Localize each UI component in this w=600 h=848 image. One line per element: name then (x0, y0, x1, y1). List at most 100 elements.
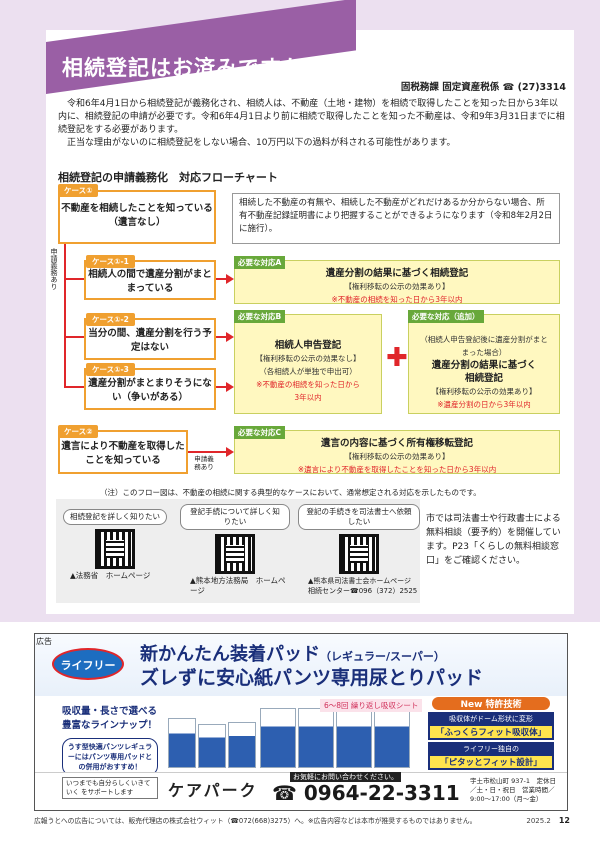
case1-2-tag: ケース①-2 (86, 313, 135, 326)
action-c-sub: 【権利移転の公示の効果あり】 (344, 452, 450, 461)
intro-paragraph-1: 令和6年4月1日から相続登記が義務化され、相続人は、不動産（土地・建物）を相続で… (58, 99, 565, 135)
product-package (228, 722, 256, 768)
product-package (260, 708, 296, 768)
action-c-deadline: ※遺言により不動産を取得したことを知った日から3年以内 (297, 465, 497, 474)
action-additional-pre: （相続人申告登記後に遺産分割がまとまった場合） (420, 335, 548, 357)
tech-feature-1-text: 吸収体がドーム形状に変形 (449, 715, 533, 723)
qr-caption: ▲熊本地方法務局 ホームページ (190, 576, 286, 595)
action-additional-deadline: ※遺産分割の日から3年以内 (437, 400, 531, 409)
absorb-sheet-tag: 6〜8回 繰り返し吸収シート (320, 699, 423, 712)
case2-box: 遺言により不動産を取得したことを知っている (58, 430, 188, 474)
qr-item-2[interactable]: 登記手続について詳しく知りたい ▲熊本地方法務局 ホームページ (180, 504, 290, 596)
ad-headline-variant: （レギュラー/スーパー） (320, 650, 445, 663)
case1-box: 不動産を相続したことを知っている（遺言なし） (58, 190, 216, 244)
product-package (336, 708, 372, 768)
qr-label: 相続登記を詳しく知りたい (63, 509, 167, 525)
intro-text: 令和6年4月1日から相続登記が義務化され、相続人は、不動産（土地・建物）を相続で… (58, 98, 566, 150)
tech-feature-2-text: ライフリー独自の (463, 745, 519, 753)
flow-line-to-c (188, 451, 228, 453)
arrow-to-b-1 (226, 332, 234, 342)
action-c-title: 遺言の内容に基づく所有権移転登記 (320, 438, 473, 449)
registry-note: 相続した不動産の有無や、相続した不動産がどれだけあるか分からない場合、所有不動産… (232, 193, 560, 244)
qr-item-3[interactable]: 登記の手続きを司法書士へ依頼したい ▲熊本県司法書士会ホームページ 相続センター… (298, 504, 420, 596)
intro-paragraph-2: 正当な理由がないのに相続登記をしない場合、10万円以下の過料が科される可能性があ… (67, 138, 456, 148)
flow-line-1-1 (64, 278, 84, 280)
action-b-tag: 必要な対応B (234, 310, 286, 323)
ad-lineup-line1: 吸収量・長さで選べる (62, 706, 158, 717)
flowchart-footnote: （注）このフロー図は、不動産の相続に関する典型的なケースにおいて、通常想定される… (100, 488, 481, 497)
ad-label: 広告 (36, 637, 52, 646)
qr-code-icon[interactable] (95, 529, 135, 569)
flow-line-1-2 (64, 336, 84, 338)
qr-code-icon[interactable] (215, 534, 255, 574)
tech-feature-2: ライフリー独自の 「ピタッとフィット設計」 (428, 742, 554, 770)
action-b-box: 相続人申告登記 【権利移転の公示の効果なし】 （各相続人が単独で申出可） ※不動… (234, 314, 382, 414)
ad-headline-main: 新かんたん装着パッド (140, 644, 320, 665)
tech-feature-1-name: 「ふっくらフィット吸収体」 (430, 726, 552, 738)
action-b-sub: 【権利移転の公示の効果なし】 (255, 354, 361, 363)
qr-label: 登記手続について詳しく知りたい (180, 504, 290, 530)
ad-lineup-text: 吸収量・長さで選べる 豊富なラインナップ！ (62, 705, 157, 733)
case1-3-text: 遺産分割がまとまりそうにない（争いがある） (88, 378, 212, 403)
product-images (168, 698, 418, 768)
action-additional-title: 遺産分割の結果に基づく相続登記 (431, 360, 537, 384)
arrow-to-b-2 (226, 382, 234, 392)
store-name: ケアパーク (168, 781, 258, 800)
phone-number-text: 0964-22-3311 (303, 781, 460, 805)
case1-text: 不動産を相続したことを知っている（遺言なし） (61, 203, 213, 228)
action-a-title: 遺産分割の結果に基づく相続登記 (325, 268, 469, 279)
flow-line-main (64, 244, 66, 388)
action-c-tag: 必要な対応C (234, 426, 286, 439)
ad-tagline: いつまでも自分らしくいきていく をサポートします (62, 777, 158, 799)
ad-recommendation: うす型快適パンツレギュラーにはパンツ専用パッドとの併用がおすすめ！ (62, 738, 158, 776)
action-a-sub: 【権利移転の公示の効果あり】 (344, 282, 450, 291)
tech-feature-1: 吸収体がドーム形状に変形 「ふっくらフィット吸収体」 (428, 712, 554, 740)
arrow-to-c (226, 447, 234, 457)
store-address: 宇土市松山町 937-1 定休日／土・日・祝日 営業時間／9:00〜17:00（… (470, 777, 556, 803)
arrow-to-a (226, 274, 234, 284)
flow-line-to-a (216, 278, 228, 280)
action-a-box: 遺産分割の結果に基づく相続登記 【権利移転の公示の効果あり】 ※不動産の相続を知… (234, 260, 560, 304)
case1-tag: ケース① (58, 184, 99, 197)
page-number-value: 12 (558, 816, 570, 825)
issue-date: 2025.2 (526, 817, 551, 825)
flow-line-1-3 (64, 386, 84, 388)
qr-code-icon[interactable] (339, 534, 379, 574)
action-additional-tag: 必要な対応（追加） (408, 310, 484, 323)
product-package (198, 724, 226, 768)
new-tech-badge: New 特許技術 (432, 697, 550, 710)
plus-icon: ✚ (386, 343, 408, 373)
case1-2-text: 当分の間、遺産分割を行う予定はない (88, 328, 212, 353)
case1-2-box: 当分の間、遺産分割を行う予定はない (84, 318, 216, 360)
qr-label: 登記の手続きを司法書士へ依頼したい (298, 504, 420, 530)
flowchart-title: 相続登記の申請義務化 対応フローチャート (58, 171, 278, 184)
qr-item-1[interactable]: 相続登記を詳しく知りたい ▲法務省 ホームページ (60, 504, 170, 581)
case2-tag: ケース② (58, 425, 99, 438)
action-a-deadline: ※不動産の相続を知った日から3年以内 (331, 295, 463, 304)
action-additional-sub: 【権利移転の公示の効果あり】 (431, 387, 537, 396)
case1-1-tag: ケース①-1 (86, 255, 135, 268)
tech-feature-2-name: 「ピタッとフィット設計」 (430, 756, 552, 768)
qr-caption: ▲熊本県司法書士会ホームページ 相続センター☎096（372）2525 (308, 577, 419, 595)
page-number: 2025.2 12 (526, 816, 570, 825)
action-b-sub2: （各相続人が単独で申出可） (259, 367, 357, 376)
flow-line-to-b-1 (216, 336, 228, 338)
page-title: 相続登記はお済みですか？ (62, 56, 326, 80)
department-contact: 固税務課 固定資産税係 ☎ (27)3314 (400, 82, 566, 93)
flow-line-to-b-2 (216, 386, 228, 388)
ad-lineup-line2: 豊富なラインナップ！ (62, 720, 158, 731)
product-package (298, 708, 334, 768)
product-package (374, 708, 410, 768)
action-b-deadline: ※不動産の相続を知った日から3年以内 (256, 380, 360, 402)
action-c-box: 遺言の内容に基づく所有権移転登記 【権利移転の公示の効果あり】 ※遺言により不動… (234, 430, 560, 474)
phone-number[interactable]: ☎ 0964-22-3311 (272, 781, 460, 805)
product-package (168, 718, 196, 768)
ad-headline: 新かんたん装着パッド（レギュラー/スーパー） (140, 640, 445, 666)
ad-subheadline: ズレずに安心紙パンツ専用尿とりパッド (140, 667, 483, 689)
action-b-title: 相続人申告登記 (274, 340, 342, 351)
case2-duty-label: 申請義務あり (194, 455, 214, 471)
case2-text: 遺言により不動産を取得したことを知っている (61, 441, 185, 466)
qr-caption: ▲法務省 ホームページ (70, 571, 151, 580)
brand-logo: ライフリー (52, 648, 124, 680)
